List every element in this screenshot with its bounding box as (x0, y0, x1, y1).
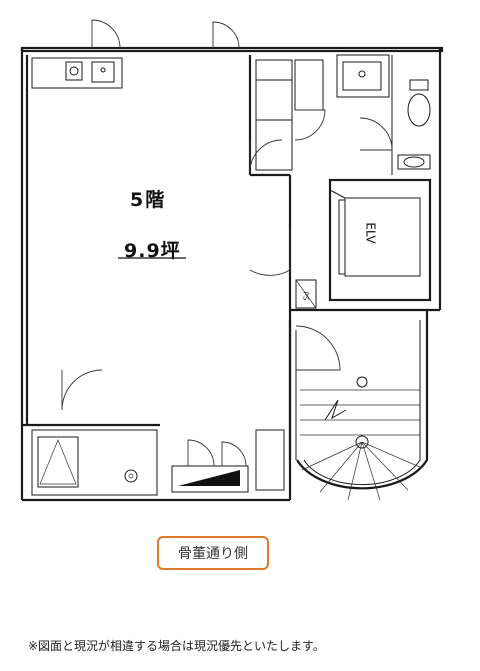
lower-storage (171, 429, 285, 493)
footnote: ※図面と現況が相違する場合は現況優先といたします。 (28, 639, 325, 653)
pipe-shaft-label: PS (301, 291, 310, 301)
top-doors (91, 19, 240, 49)
floor-label: 5階 (130, 189, 167, 211)
toilet-room (336, 54, 431, 175)
lower-left-closet (31, 369, 158, 496)
storage-units (249, 59, 326, 173)
pipe-shaft (295, 279, 317, 309)
outer-walls (20, 46, 444, 502)
kitchenette (31, 57, 123, 89)
spiral-staircase (288, 310, 429, 501)
elevator-shaft (249, 178, 432, 302)
street-side-badge: 骨董通り側 (157, 536, 269, 570)
elevator-label: ELV (363, 222, 378, 244)
area-label: 9.9坪 (124, 240, 181, 262)
